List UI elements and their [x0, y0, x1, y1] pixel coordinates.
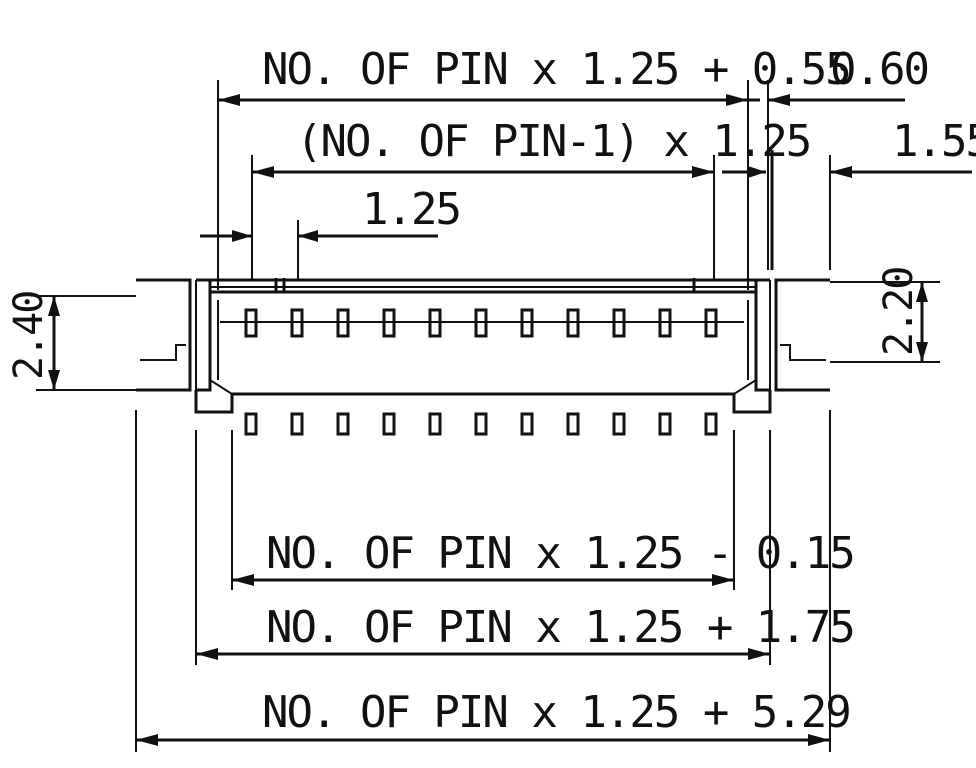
dim-bottom-2: NO. OF PIN x 1.25 + 1.75: [195, 430, 856, 665]
pin-group: [244, 308, 718, 436]
dim-bottom-3-label: NO. OF PIN x 1.25 + 5.29: [262, 687, 850, 738]
pin: [658, 308, 672, 436]
dim-1-55-label: 1.55: [892, 116, 976, 167]
connector-body: [136, 278, 830, 436]
dim-bottom-3: NO. OF PIN x 1.25 + 5.29: [135, 410, 852, 752]
dim-pitch-total-label: (NO. OF PIN-1) x 1.25: [296, 116, 810, 167]
dim-1-55: 1.55: [722, 116, 976, 270]
dim-left-height: 2.40: [6, 292, 136, 391]
dim-left-height-label: 2.40: [6, 292, 52, 380]
pin: [520, 308, 534, 436]
dim-pitch-label: 1.25: [362, 184, 460, 235]
pin: [290, 308, 304, 436]
dim-bottom-1: NO. OF PIN x 1.25 - 0.15: [231, 430, 856, 590]
dim-top-overall-label: NO. OF PIN x 1.25 + 0.55: [262, 44, 850, 95]
pin: [612, 308, 626, 436]
dim-pitch-total: (NO. OF PIN-1) x 1.25: [251, 116, 812, 280]
pin: [244, 308, 258, 436]
dim-bottom-1-label: NO. OF PIN x 1.25 - 0.15: [266, 528, 854, 579]
pin: [336, 308, 350, 436]
pin: [474, 308, 488, 436]
dim-pitch: 1.25: [200, 184, 462, 280]
dim-right-height: 2.20: [830, 268, 940, 363]
pin: [704, 308, 718, 436]
dim-0-60-label: 0.60: [830, 44, 928, 95]
pin: [566, 308, 580, 436]
dim-top-overall: NO. OF PIN x 1.25 + 0.55: [217, 44, 852, 290]
pin: [428, 308, 442, 436]
dim-0-60: 0.60: [748, 44, 930, 270]
dim-bottom-2-label: NO. OF PIN x 1.25 + 1.75: [266, 602, 854, 653]
pin: [382, 308, 396, 436]
dim-right-height-label: 2.20: [876, 268, 922, 356]
